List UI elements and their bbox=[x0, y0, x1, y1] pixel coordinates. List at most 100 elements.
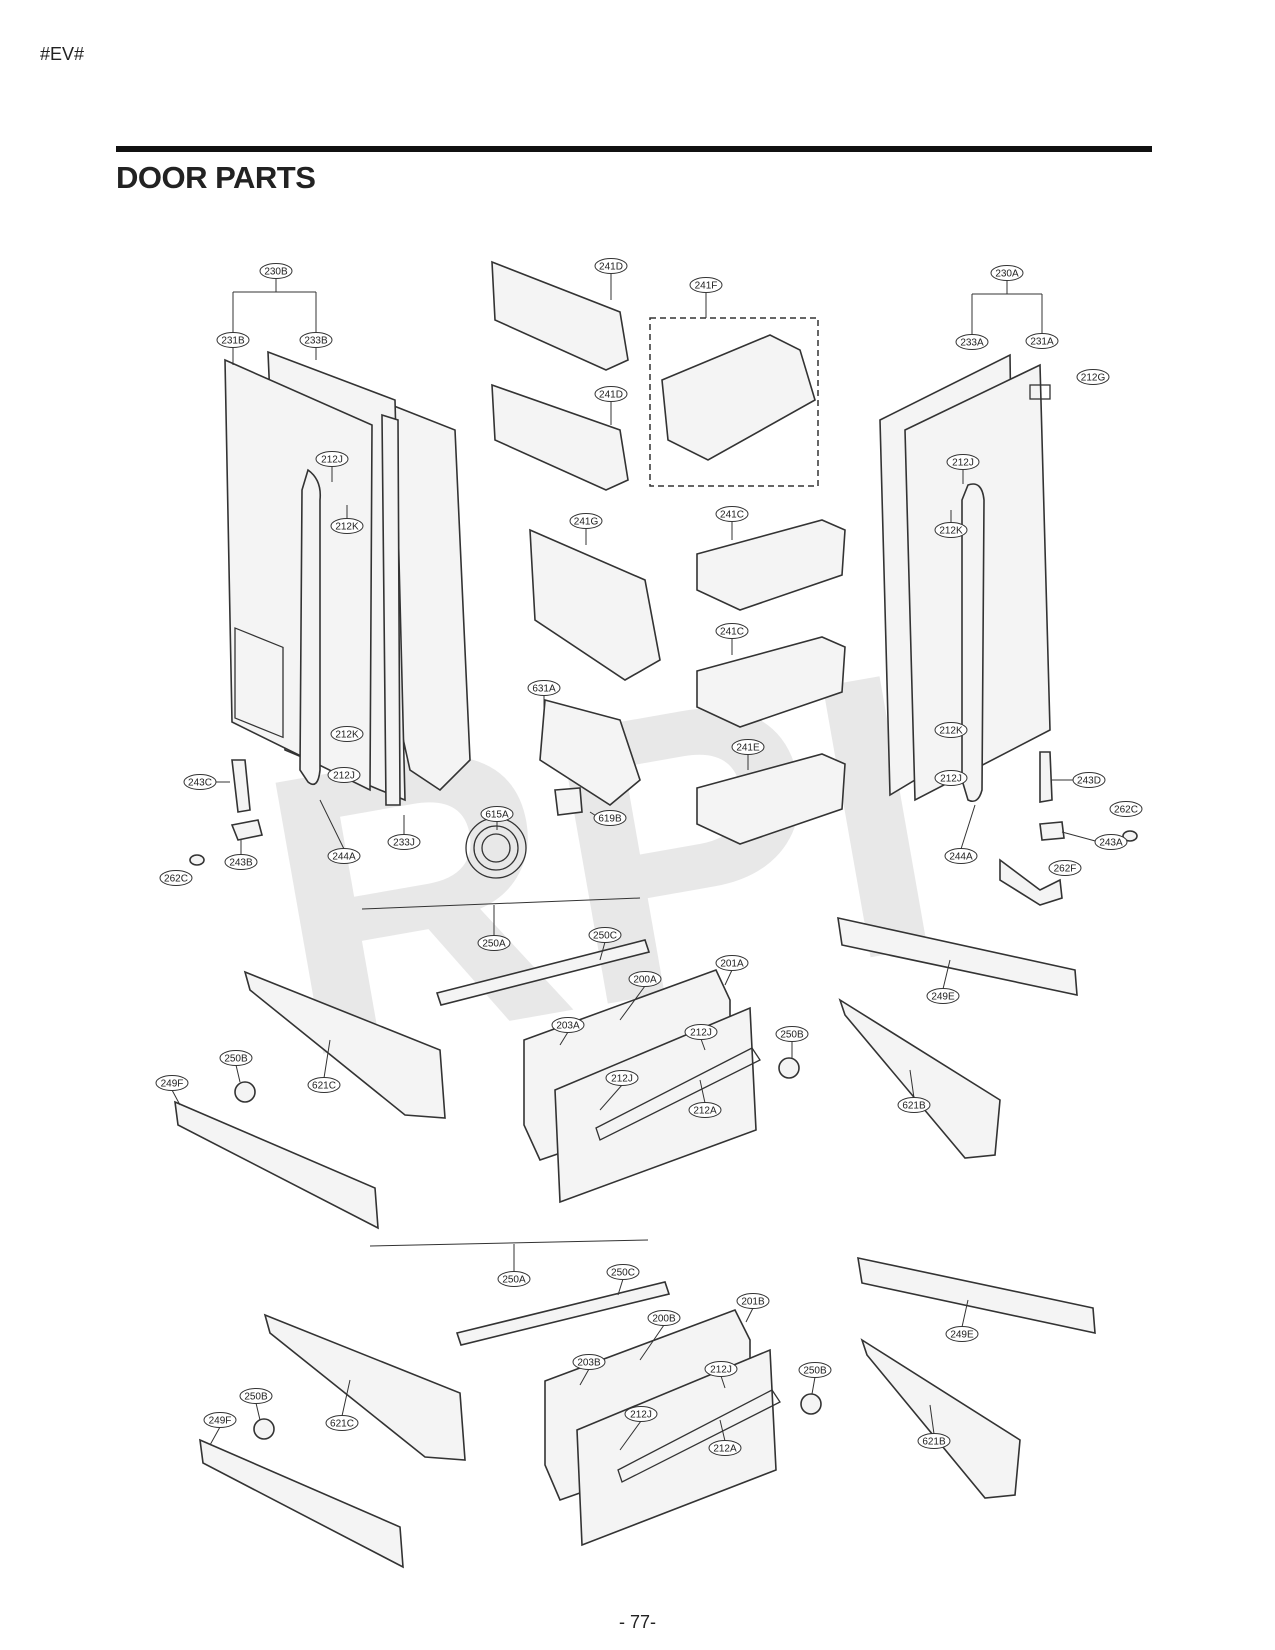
callout-249e: 249E bbox=[926, 988, 960, 1004]
callout-text: 212K bbox=[335, 730, 359, 741]
callout-250a: 250A bbox=[497, 1271, 531, 1287]
callout-text: 621B bbox=[902, 1101, 926, 1112]
callout-text: 241F bbox=[695, 281, 718, 292]
callout-233b: 233B bbox=[299, 332, 333, 348]
callout-text: 212G bbox=[1081, 373, 1106, 384]
callout-212g: 212G bbox=[1076, 369, 1110, 385]
callout-200a: 200A bbox=[628, 971, 662, 987]
callout-text: 212J bbox=[630, 1410, 652, 1421]
callout-233a: 233A bbox=[955, 334, 989, 350]
callout-text: 212J bbox=[690, 1028, 712, 1039]
callout-201b: 201B bbox=[736, 1293, 770, 1309]
callout-text: 212K bbox=[939, 726, 963, 737]
callout-text: 250B bbox=[244, 1392, 268, 1403]
callout-201a: 201A bbox=[715, 955, 749, 971]
callout-212j: 212J bbox=[946, 454, 980, 470]
callout-621c: 621C bbox=[325, 1415, 359, 1431]
callout-233j: 233J bbox=[387, 834, 421, 850]
callout-text: 241D bbox=[599, 262, 623, 273]
callout-text: 250B bbox=[224, 1054, 248, 1065]
callout-231a: 231A bbox=[1025, 333, 1059, 349]
callout-text: 212J bbox=[940, 774, 962, 785]
title-rule bbox=[116, 146, 1152, 152]
callout-243c: 243C bbox=[183, 774, 217, 790]
callout-631a: 631A bbox=[527, 680, 561, 696]
callout-212j: 212J bbox=[934, 770, 968, 786]
callout-text: 621B bbox=[922, 1437, 946, 1448]
callout-text: 212J bbox=[321, 455, 343, 466]
callout-text: 200B bbox=[652, 1314, 676, 1325]
callout-text: 243A bbox=[1099, 838, 1123, 849]
callout-230a: 230A bbox=[990, 265, 1024, 281]
callout-text: 212J bbox=[710, 1365, 732, 1376]
callout-text: 243B bbox=[229, 858, 253, 869]
callout-250b: 250B bbox=[798, 1362, 832, 1378]
callout-text: 230A bbox=[995, 269, 1019, 280]
callout-212k: 212K bbox=[934, 722, 968, 738]
callout-203b: 203B bbox=[572, 1354, 606, 1370]
callout-text: 212J bbox=[952, 458, 974, 469]
callout-249e: 249E bbox=[945, 1326, 979, 1342]
rails-and-rods bbox=[174, 897, 1096, 1569]
callout-243d: 243D bbox=[1072, 772, 1106, 788]
document-code: #EV# bbox=[40, 44, 85, 64]
callout-243b: 243B bbox=[224, 854, 258, 870]
callout-text: 201B bbox=[741, 1297, 765, 1308]
callout-231b: 231B bbox=[216, 332, 250, 348]
callout-text: 233A bbox=[960, 338, 984, 349]
callout-text: 201A bbox=[720, 959, 744, 970]
callout-249f: 249F bbox=[155, 1075, 189, 1091]
callout-241d: 241D bbox=[594, 386, 628, 402]
callout-250b: 250B bbox=[239, 1388, 273, 1404]
callout-text: 250A bbox=[502, 1275, 526, 1286]
callout-text: 262F bbox=[1054, 864, 1077, 875]
callout-241c: 241C bbox=[715, 623, 749, 639]
callout-text: 230B bbox=[264, 267, 288, 278]
callout-text: 262C bbox=[1114, 805, 1138, 816]
callout-text: 631A bbox=[532, 684, 556, 695]
callout-241d: 241D bbox=[594, 258, 628, 274]
callout-text: 212K bbox=[939, 526, 963, 537]
callout-text: 619B bbox=[598, 814, 622, 825]
callout-text: 241C bbox=[720, 510, 744, 521]
right-door-assembly bbox=[879, 353, 1051, 803]
callout-212j: 212J bbox=[315, 451, 349, 467]
callout-text: 250C bbox=[611, 1268, 635, 1279]
callout-text: 212K bbox=[335, 522, 359, 533]
callout-230b: 230B bbox=[259, 263, 293, 279]
callout-262c: 262C bbox=[159, 870, 193, 886]
callout-250b: 250B bbox=[775, 1026, 809, 1042]
left-door-assembly bbox=[224, 350, 471, 806]
callout-text: 233J bbox=[393, 838, 415, 849]
callout-text: 615A bbox=[485, 810, 509, 821]
callout-text: 200A bbox=[633, 975, 657, 986]
callout-241c: 241C bbox=[715, 506, 749, 522]
callout-244a: 244A bbox=[327, 848, 361, 864]
callout-241f: 241F bbox=[689, 277, 723, 293]
callout-203a: 203A bbox=[551, 1017, 585, 1033]
callout-249f: 249F bbox=[203, 1412, 237, 1428]
callout-text: 212J bbox=[333, 771, 355, 782]
callout-text: 243D bbox=[1077, 776, 1101, 787]
callout-250c: 250C bbox=[588, 927, 622, 943]
callout-text: 244A bbox=[332, 852, 356, 863]
callout-text: 212A bbox=[713, 1444, 737, 1455]
callout-text: 212A bbox=[693, 1106, 717, 1117]
callout-212j: 212J bbox=[704, 1361, 738, 1377]
callout-text: 621C bbox=[330, 1419, 354, 1430]
callout-labels: 230B 231B 233B 241D 241F 241D 230A 233A 231A 212G… bbox=[155, 258, 1143, 1456]
callout-text: 243C bbox=[188, 778, 212, 789]
callout-619b: 619B bbox=[593, 810, 627, 826]
callout-text: 231A bbox=[1030, 337, 1054, 348]
callout-250a: 250A bbox=[477, 935, 511, 951]
callout-615a: 615A bbox=[480, 806, 514, 822]
callout-212a: 212A bbox=[688, 1102, 722, 1118]
callout-250c: 250C bbox=[606, 1264, 640, 1280]
callout-244a: 244A bbox=[944, 848, 978, 864]
callout-text: 250B bbox=[780, 1030, 804, 1041]
callout-212j: 212J bbox=[684, 1024, 718, 1040]
leader-lines bbox=[171, 273, 1100, 1451]
callout-621b: 621B bbox=[917, 1433, 951, 1449]
callout-text: 249F bbox=[209, 1416, 232, 1427]
